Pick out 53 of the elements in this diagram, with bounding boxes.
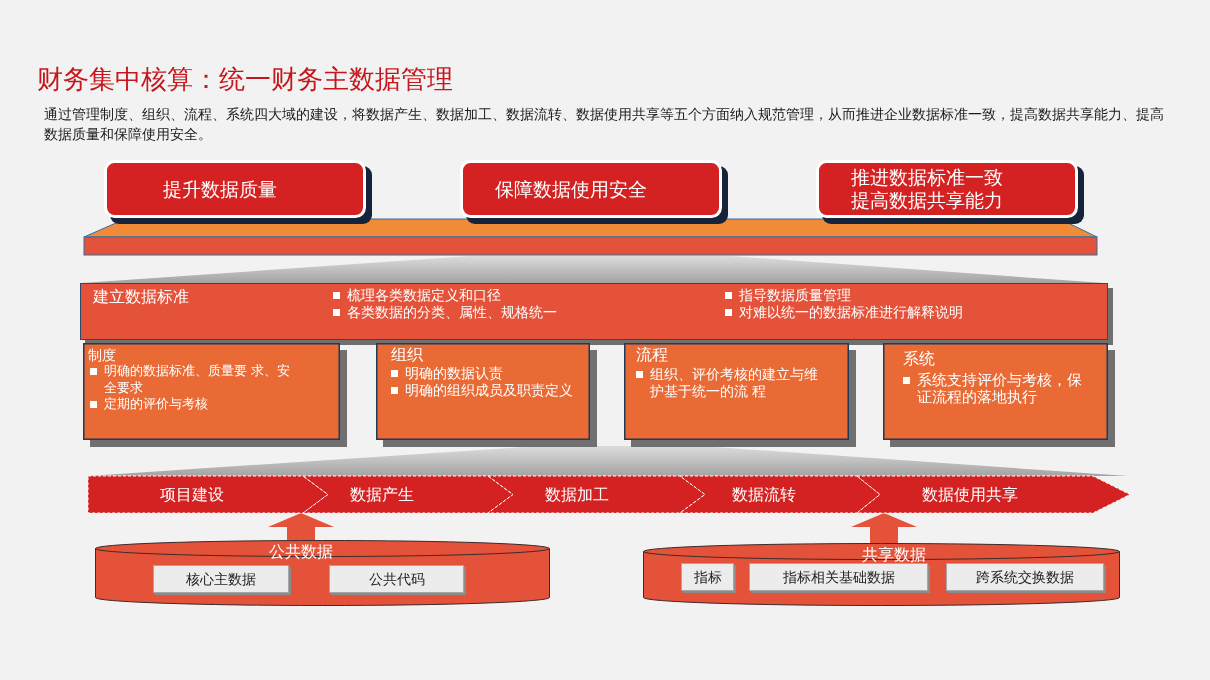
- bullet-text: 明确的数据认责: [405, 365, 503, 382]
- box-title: 系统: [903, 349, 935, 369]
- bullet-text: 组织、评价考核的建立与维护基于统一的流 程: [650, 366, 819, 400]
- data-box: [946, 563, 1106, 593]
- box-label: 公共代码: [368, 570, 425, 588]
- box-label: 指标相关基础数据: [782, 568, 895, 586]
- domain-box: [83, 343, 347, 447]
- domain-box: [376, 343, 597, 447]
- data-box: [681, 563, 736, 593]
- goal-text: 提高数据共享能力: [851, 189, 1003, 212]
- box-title: 制度: [88, 346, 116, 364]
- goal-box: [104, 160, 372, 224]
- block-arrow: [851, 513, 917, 543]
- goal-text: 保障数据使用安全: [495, 177, 647, 201]
- band-title: 建立数据标准: [93, 287, 189, 307]
- box-title: 流程: [636, 345, 668, 365]
- process-step: [680, 476, 880, 513]
- bullet-text: 指导数据质量管理: [739, 287, 851, 304]
- box-label: 核心主数据: [186, 570, 256, 588]
- step-label: 数据产生: [350, 485, 414, 505]
- box-title: 组织: [391, 345, 423, 365]
- box-label: 跨系统交换数据: [976, 568, 1074, 586]
- bullet-text: 梳理各类数据定义和口径: [347, 287, 501, 304]
- cylinder-label: 公共数据: [269, 542, 333, 561]
- bullet-text: 各类数据的分类、属性、规格统一: [347, 304, 557, 321]
- cylinder-label: 共享数据: [862, 545, 926, 564]
- database-cylinder: [643, 543, 1120, 606]
- step-label: 数据使用共享: [922, 485, 1018, 505]
- goal-text: 推进数据标准一致: [851, 166, 1003, 189]
- standard-band: [80, 283, 1113, 345]
- domain-box: [624, 343, 856, 447]
- block-arrow: [268, 513, 334, 540]
- intro-paragraph: 通过管理制度、组织、流程、系统四大域的建设，将数据产生、数据加工、数据流转、数据使用共享等五个方面纳入规范管理，从而推进企业数据标准一致，提高数据共享能力、提高数据质量和保障使用安全。: [44, 105, 1165, 144]
- data-box: [329, 565, 466, 595]
- process-step: [88, 476, 328, 513]
- goal-box: [816, 160, 1084, 224]
- box-label: 指标: [693, 568, 722, 586]
- bullet-text: 明确的数据标准、质量要 求、安全要求: [104, 363, 291, 396]
- bullet-text: 定期的评价与考核: [104, 396, 208, 413]
- goal-box: [460, 160, 728, 224]
- process-step: [303, 476, 513, 513]
- database-cylinder: [95, 540, 550, 606]
- domain-box: [883, 343, 1115, 447]
- bullet-text: 明确的组织成员及职责定义: [405, 382, 573, 399]
- bullet-text: 对难以统一的数据标准进行解释说明: [739, 304, 963, 321]
- goal-text: 提升数据质量: [163, 177, 277, 201]
- data-box: [153, 565, 291, 595]
- page-title: 财务集中核算：统一财务主数据管理: [37, 63, 453, 95]
- data-box: [749, 563, 930, 593]
- step-label: 项目建设: [160, 485, 224, 505]
- bullet-text: 系统支持评价与考核，保证流程的落地执行: [917, 372, 1083, 406]
- process-step: [857, 476, 1130, 513]
- step-label: 数据流转: [732, 485, 796, 505]
